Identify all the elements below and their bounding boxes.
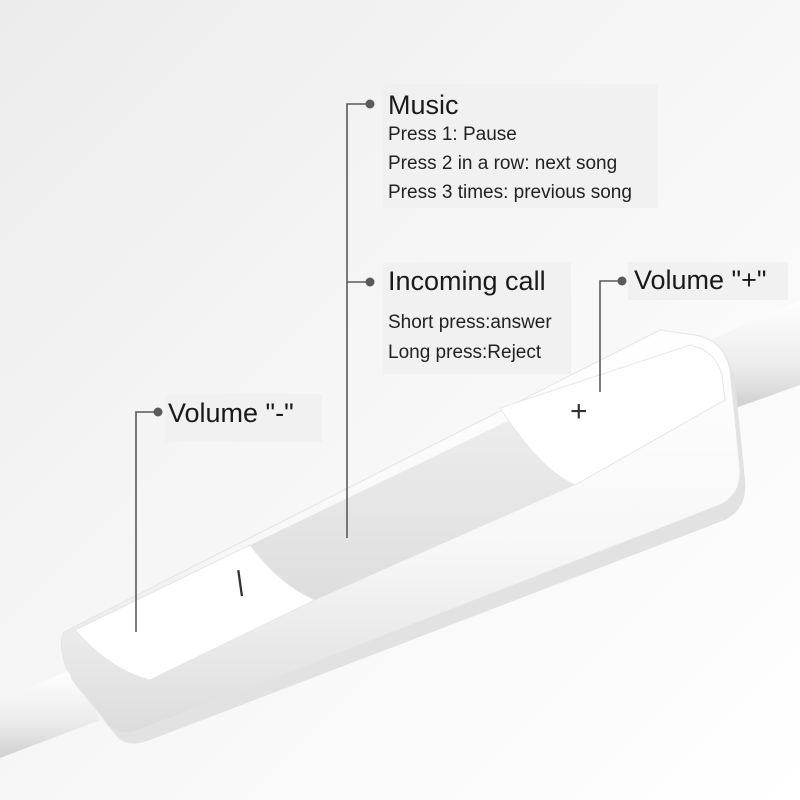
leader-dot-volume-minus	[153, 407, 163, 417]
leader-dot-music	[365, 99, 375, 109]
volume-plus-button[interactable]	[499, 344, 726, 486]
plus-symbol: +	[570, 395, 588, 428]
minus-symbol: |	[234, 565, 246, 597]
music-line-3: Press 3 times: previous song	[388, 182, 632, 203]
volume-minus-button[interactable]	[74, 544, 317, 681]
music-line-2: Press 2 in a row: next song	[388, 153, 618, 174]
leader-line-music	[346, 103, 368, 538]
leader-line-volume-minus	[135, 411, 156, 632]
music-label-box	[383, 84, 658, 208]
music-title: Music	[388, 90, 459, 120]
volume-minus-title: Volume "-"	[168, 398, 294, 428]
volume-minus-label-box	[165, 394, 322, 442]
incoming-call-line-1: Short press:answer	[388, 312, 552, 333]
incoming-call-label-box	[383, 262, 571, 374]
leader-dot-volume-plus	[617, 276, 627, 286]
music-line-1: Press 1: Pause	[388, 124, 517, 145]
volume-plus-label-box	[628, 262, 788, 300]
cable-left	[0, 668, 100, 758]
remote-middle-recess	[250, 420, 575, 600]
incoming-call-line-2: Long press:Reject	[388, 342, 542, 363]
leader-dot-incoming-call	[365, 277, 375, 287]
volume-plus-title: Volume "+"	[634, 265, 767, 295]
incoming-call-title: Incoming call	[388, 266, 546, 296]
leader-line-volume-plus	[599, 280, 620, 392]
